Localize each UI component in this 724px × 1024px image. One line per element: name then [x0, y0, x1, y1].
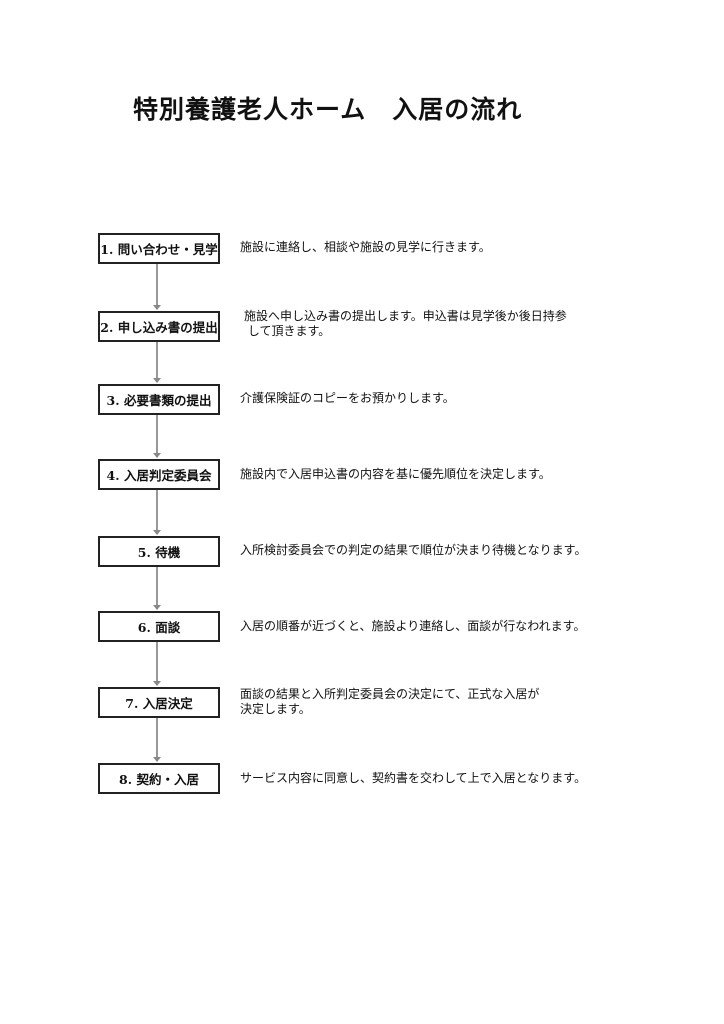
step-box-8: 8. 契約・入居	[98, 763, 220, 794]
flow-arrow	[153, 489, 161, 535]
step-desc-6: 入居の順番が近づくと、施設より連絡し、面談が行なわれます。	[240, 619, 586, 633]
flow-arrow	[153, 263, 161, 310]
step-desc-2: 施設へ申し込み書の提出します。申込書は見学後か後日持参 して頂きます。	[244, 309, 567, 338]
step-desc-3: 介護保険証のコピーをお預かりします。	[240, 391, 455, 405]
step-box-1: 1. 問い合わせ・見学	[98, 233, 220, 264]
step-box-2: 2. 申し込み書の提出	[98, 311, 220, 342]
flow-arrow	[153, 341, 161, 383]
step-box-6: 6. 面談	[98, 611, 220, 642]
step-desc-7: 面談の結果と入所判定委員会の決定にて、正式な入居が 決定します。	[240, 687, 540, 716]
step-desc-1: 施設に連絡し、相談や施設の見学に行きます。	[240, 240, 491, 254]
step-desc-5: 入所検討委員会での判定の結果で順位が決まり待機となります。	[240, 543, 587, 557]
step-desc-4: 施設内で入居申込書の内容を基に優先順位を決定します。	[240, 467, 551, 481]
flow-arrow	[153, 566, 161, 610]
flow-arrow	[153, 717, 161, 762]
step-box-3: 3. 必要書類の提出	[98, 384, 220, 415]
flow-arrow	[153, 414, 161, 458]
step-box-7: 7. 入居決定	[98, 687, 220, 718]
flow-arrow	[153, 641, 161, 686]
page-title: 特別養護老人ホーム 入居の流れ	[133, 95, 523, 124]
step-desc-8: サービス内容に同意し、契約書を交わして上で入居となります。	[240, 771, 587, 785]
step-box-5: 5. 待機	[98, 536, 220, 567]
step-box-4: 4. 入居判定委員会	[98, 459, 220, 490]
